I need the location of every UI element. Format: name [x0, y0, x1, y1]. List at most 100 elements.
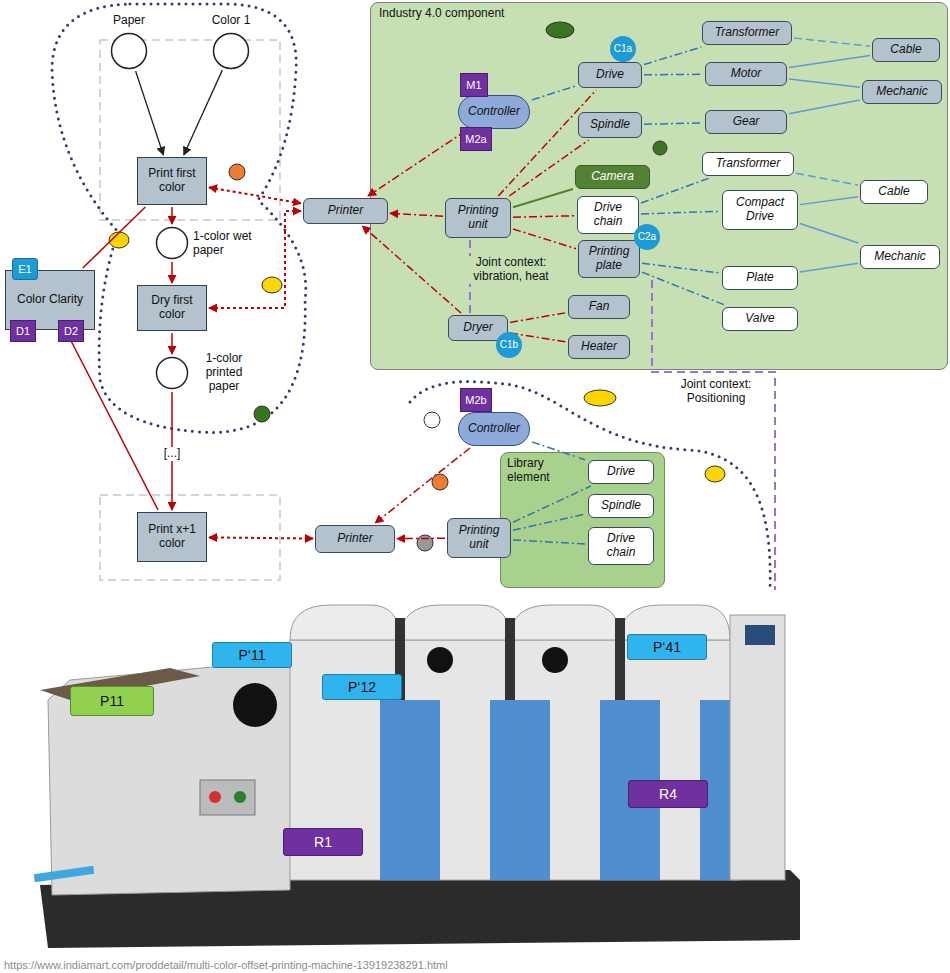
node-text: C2a	[638, 231, 656, 243]
source-url: https://www.indiamart.com/proddetail/mul…	[4, 959, 448, 972]
node-text: C1b	[500, 339, 518, 351]
context-dot	[229, 164, 245, 180]
node-text: Color Clarity	[17, 293, 83, 307]
unit-top	[510, 605, 620, 640]
connector	[513, 514, 586, 530]
roller-gap	[395, 618, 405, 700]
connector	[66, 332, 158, 510]
connector	[641, 211, 720, 214]
connector	[644, 74, 703, 76]
badge: M1	[460, 73, 488, 97]
node-text: Drive	[596, 68, 624, 82]
node-text: Spindle	[590, 118, 630, 132]
connector	[171, 262, 173, 283]
connector	[136, 71, 164, 155]
context-dot	[417, 535, 433, 551]
connector	[83, 207, 146, 268]
component-box: Drive chain	[588, 527, 654, 565]
context-dot	[432, 474, 448, 490]
hand-wheel	[542, 647, 568, 673]
node-text: R1	[314, 834, 332, 850]
component-box: Cable	[872, 38, 940, 62]
node-text: 1-color printed paper	[193, 352, 255, 393]
component-box: Printing unit	[445, 198, 511, 238]
unit-top	[620, 605, 730, 640]
node-text: D2	[64, 325, 78, 338]
badge-circle: C1b	[496, 332, 522, 358]
connector	[644, 123, 703, 124]
photo-tag: P11	[70, 686, 154, 716]
photo-tag: P‘12	[322, 674, 402, 700]
context-dot	[424, 412, 440, 428]
node-text: Camera	[591, 170, 634, 184]
node-text: Dryer	[463, 321, 492, 335]
unit-panel	[490, 700, 550, 880]
controller-box: Controller	[458, 412, 530, 446]
connector	[368, 131, 466, 196]
control-tower	[730, 615, 785, 880]
component-box: Cable	[860, 180, 928, 204]
component-box: Printer	[315, 525, 395, 553]
node-text: Gear	[733, 115, 760, 129]
node-text: Library element	[507, 457, 579, 485]
connector	[532, 86, 576, 100]
node-text: Motor	[731, 67, 762, 81]
context-dot	[546, 22, 574, 38]
circle-shape	[157, 358, 188, 389]
badge: E1	[12, 258, 38, 280]
component-box: Plate	[722, 266, 798, 290]
node-text: Mechanic	[876, 85, 927, 99]
node-text: Cable	[878, 185, 909, 199]
connector	[171, 392, 173, 510]
context-dot	[262, 277, 282, 293]
state-circle: 1-color wet paper	[155, 226, 189, 260]
sensor-box: Camera	[575, 165, 650, 189]
component-box: Spindle	[588, 494, 654, 518]
unit-top	[400, 605, 510, 640]
lever	[34, 866, 95, 882]
context-note: Joint context: Positioning	[662, 378, 770, 406]
node-text: Dry first color	[142, 294, 202, 322]
node-text: P11	[100, 693, 124, 709]
printing-machine-illustration	[34, 605, 800, 948]
connector	[789, 55, 870, 67]
circle-outline	[155, 356, 189, 390]
connector	[532, 442, 586, 460]
badge-circle: C1a	[610, 36, 636, 62]
circle-outline	[110, 32, 148, 70]
badge: D2	[58, 320, 84, 342]
connector	[209, 537, 313, 538]
connector	[390, 213, 443, 216]
connector	[498, 90, 596, 196]
node-text: M1	[466, 79, 481, 92]
connector	[510, 333, 566, 342]
node-text: Printing plate	[583, 245, 635, 273]
connector	[513, 486, 591, 522]
node-text: P‘11	[239, 647, 266, 663]
process-box: Print first color	[137, 157, 207, 205]
material-circle: Color 1	[212, 32, 250, 70]
node-text: M2b	[465, 394, 486, 407]
connector	[794, 38, 870, 46]
connector	[509, 140, 588, 196]
node-text: Drive	[607, 465, 635, 479]
node-text: Print first color	[142, 167, 202, 195]
unit-top	[290, 605, 400, 640]
badge-circle: C2a	[634, 224, 660, 250]
material-circle: Paper	[110, 32, 148, 70]
unit-panel	[380, 700, 440, 880]
context-dot	[584, 390, 616, 406]
button	[234, 791, 246, 803]
node-text: C1a	[614, 43, 632, 55]
node-text: Drive chain	[582, 201, 634, 229]
circle-shape	[112, 34, 147, 69]
circle-outline	[212, 32, 250, 70]
node-text: Printer	[337, 532, 372, 546]
component-box: Drive	[578, 62, 642, 88]
node-text: Color 1	[201, 14, 261, 28]
node-text: E1	[18, 263, 31, 276]
component-box: Heater	[568, 335, 630, 359]
connector	[513, 229, 576, 249]
control-screen	[745, 625, 775, 645]
